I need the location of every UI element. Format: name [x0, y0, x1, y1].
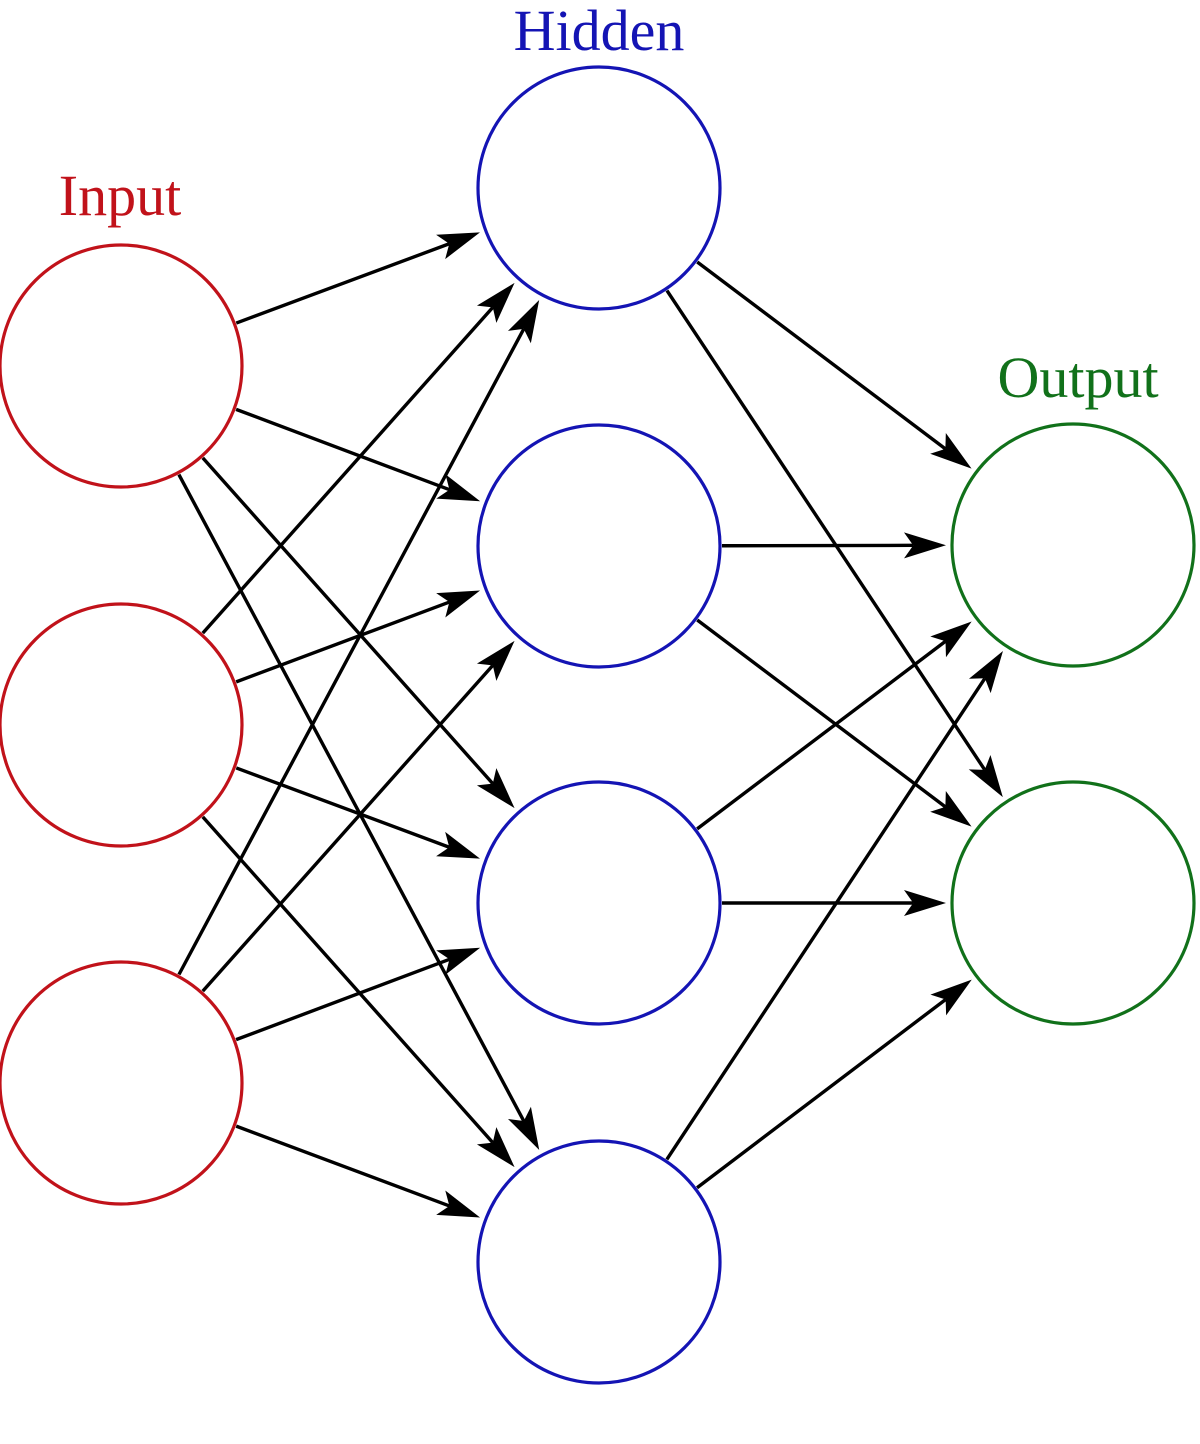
edge-h4-o2	[696, 998, 947, 1190]
node-i3[interactable]	[0, 960, 244, 1206]
edge-h1-o2	[665, 289, 987, 771]
layer-label-input: Input	[59, 163, 181, 228]
arrowhead-h4-o2	[930, 979, 972, 1016]
arrowhead-h3-o1	[930, 621, 972, 658]
nodes-group	[0, 65, 1196, 1385]
node-o1[interactable]	[950, 422, 1196, 668]
arrowhead-h1-o2	[968, 754, 1003, 798]
edge-i1-h4	[177, 473, 526, 1122]
edge-i1-h1	[235, 242, 450, 325]
arrowhead-i3-h3	[436, 947, 481, 975]
node-h2[interactable]	[476, 423, 722, 669]
edge-h1-o1	[696, 260, 947, 451]
arrowhead-h1-o1	[930, 432, 972, 469]
edge-i2-h2	[235, 600, 450, 684]
layer-label-output: Output	[997, 345, 1158, 410]
arrowhead-h4-o1	[968, 650, 1003, 694]
edge-i1-h3	[201, 456, 495, 785]
edges-group	[177, 232, 1003, 1218]
edge-i2-h3	[235, 766, 450, 849]
edge-h3-o1	[696, 639, 947, 831]
edge-i3-h1	[177, 328, 526, 976]
arrowhead-i1-h2	[436, 474, 481, 502]
edge-i1-h2	[235, 407, 451, 492]
node-h1[interactable]	[476, 65, 722, 311]
layer-label-hidden: Hidden	[514, 0, 685, 63]
edge-i2-h1	[201, 306, 495, 635]
node-o2[interactable]	[950, 780, 1196, 1026]
arrowhead-i1-h4	[507, 1106, 540, 1150]
arrowhead-i3-h4	[436, 1190, 481, 1218]
arrowhead-h3-o2	[904, 890, 946, 916]
edge-h2-o2	[696, 618, 947, 809]
arrowhead-h2-o2	[930, 790, 972, 827]
arrowhead-i2-h3	[436, 831, 480, 859]
edge-i2-h4	[201, 815, 495, 1144]
arrowhead-i3-h2	[476, 640, 515, 681]
edge-i3-h3	[235, 957, 451, 1042]
edge-i3-h2	[201, 664, 495, 993]
edge-i3-h4	[235, 1124, 450, 1208]
node-i1[interactable]	[0, 243, 244, 489]
arrowhead-i2-h4	[476, 1127, 515, 1168]
arrowhead-i1-h3	[476, 768, 515, 809]
arrowhead-h2-o1	[903, 532, 947, 559]
arrowhead-i1-h1	[436, 232, 480, 260]
labels-group: Input Hidden Output	[59, 0, 1159, 410]
node-h4[interactable]	[476, 1139, 722, 1385]
edge-h4-o1	[665, 677, 987, 1161]
arrowhead-i2-h2	[436, 590, 481, 618]
node-i2[interactable]	[0, 602, 244, 848]
arrowhead-i3-h1	[507, 300, 540, 344]
node-h3[interactable]	[476, 780, 722, 1026]
arrowhead-i2-h1	[476, 282, 515, 323]
